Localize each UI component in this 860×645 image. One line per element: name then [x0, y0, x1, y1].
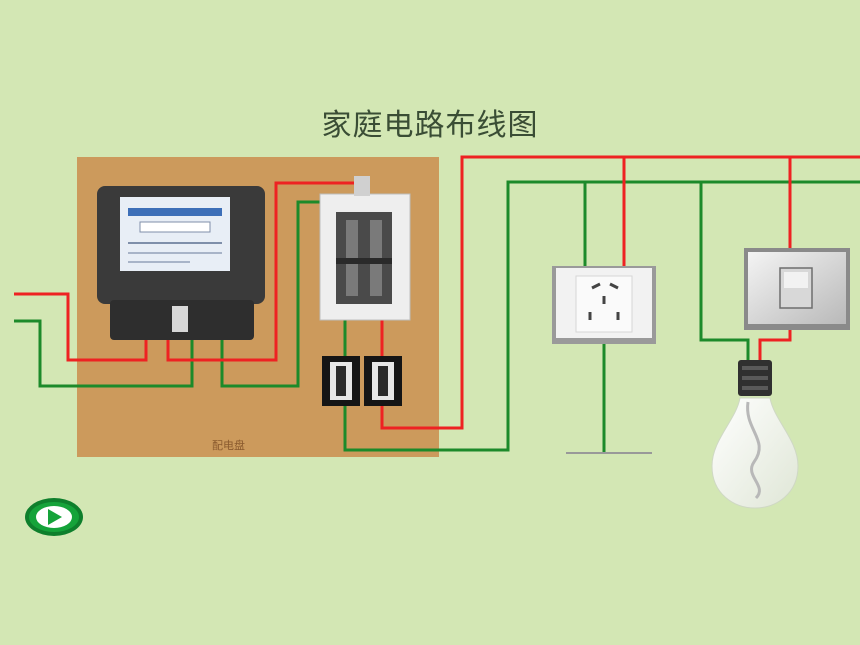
fuse-icon — [322, 356, 402, 406]
wall-switch-icon — [744, 248, 850, 330]
play-icon — [25, 498, 83, 536]
electric-meter-icon — [97, 186, 265, 340]
wall-socket-icon — [552, 266, 656, 344]
light-bulb-icon — [711, 360, 799, 509]
diagram-title: 家庭电路布线图 — [321, 108, 539, 143]
knife-switch-icon — [319, 176, 411, 321]
panel-label: 配电盘 — [212, 439, 245, 452]
play-button[interactable] — [24, 497, 84, 537]
